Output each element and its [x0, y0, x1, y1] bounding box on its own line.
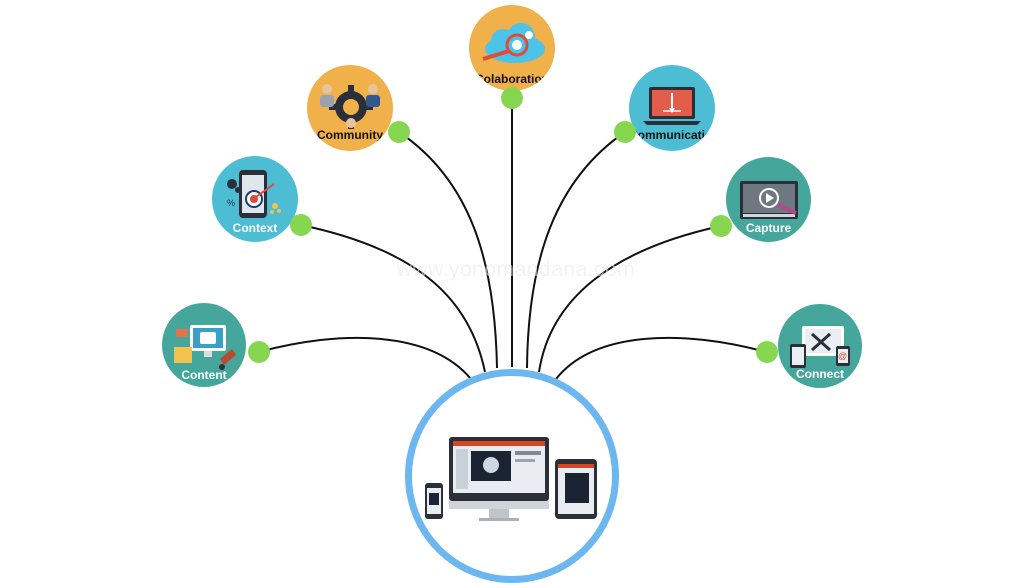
node-label-communication: Communication: [629, 128, 715, 142]
node-colaboration[interactable]: Colaboration: [469, 5, 555, 91]
node-label-connect: Connect: [796, 367, 844, 381]
node-label-context: Context: [232, 221, 278, 235]
node-context[interactable]: % Context: [212, 156, 298, 242]
node-connect[interactable]: @ Connect: [778, 304, 862, 388]
node-label-content: Content: [181, 368, 227, 382]
connector-connect: [555, 336, 767, 380]
multi-device-icon: [425, 437, 597, 521]
connector-dot-communication: [614, 121, 636, 143]
connector-dot-capture: [710, 215, 732, 237]
connector-dot-context: [290, 214, 312, 236]
node-label-capture: Capture: [745, 221, 792, 235]
svg-text:@: @: [838, 351, 847, 361]
svg-text:%: %: [227, 198, 235, 208]
video-player-icon: [740, 181, 798, 219]
connector-content: [258, 336, 472, 380]
diagram-canvas: www.yonomandana.com Content %: [162, 5, 862, 583]
connector-dot-community: [388, 121, 410, 143]
cloud-gears-icon: [482, 23, 545, 63]
connector-capture: [538, 225, 722, 373]
node-content[interactable]: Content: [162, 303, 246, 387]
laptop-pencil-icon: [643, 87, 701, 125]
computer-shopping-icon: [174, 325, 236, 370]
people-gear-icon: [320, 84, 380, 129]
node-label-community: Community: [317, 128, 383, 142]
connector-dot-connect: [756, 341, 778, 363]
connector-dot-content: [248, 341, 270, 363]
node-communication[interactable]: Communication: [629, 65, 715, 151]
connector-community: [398, 131, 498, 369]
connector-dot-colaboration: [501, 87, 523, 109]
connector-lines: [258, 98, 767, 380]
node-community[interactable]: Community: [307, 65, 393, 151]
devices-tools-icon: @: [790, 326, 850, 368]
phone-target-icon: %: [227, 170, 281, 218]
connector-communication: [526, 131, 626, 369]
central-hub[interactable]: [405, 369, 619, 583]
node-capture[interactable]: Capture: [726, 157, 811, 242]
watermark-text: www.yonomandana.com: [396, 258, 636, 281]
connector-context: [300, 224, 486, 373]
node-label-colaboration: Colaboration: [475, 72, 549, 86]
